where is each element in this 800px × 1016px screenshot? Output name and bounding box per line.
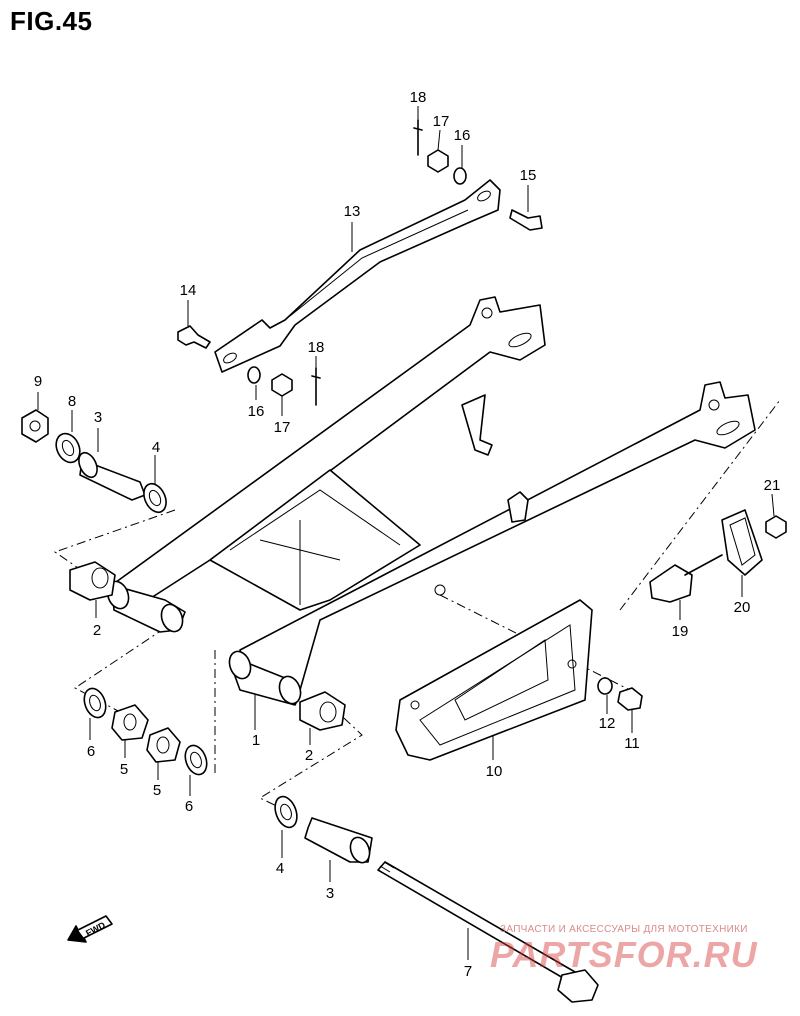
label-2b: 2 xyxy=(305,747,313,764)
label-11: 11 xyxy=(624,735,640,752)
bolt-15 xyxy=(509,209,543,231)
pin-18b xyxy=(311,367,321,406)
nut-17b xyxy=(271,373,293,397)
nut-21 xyxy=(765,515,787,539)
label-5b: 5 xyxy=(153,782,161,799)
watermark-tagline: ЗАПЧАСТИ И АКСЕССУАРЫ ДЛЯ МОТОТЕХНИКИ xyxy=(500,924,748,935)
figure-title: FIG.45 xyxy=(10,6,93,36)
pin-18a xyxy=(413,119,423,156)
part-labels: 1 2 2 3 3 4 4 5 5 6 6 7 8 9 10 11 12 13 … xyxy=(34,89,781,980)
label-6a: 6 xyxy=(87,743,95,760)
label-12: 12 xyxy=(599,715,616,732)
washer-4b xyxy=(274,795,298,829)
label-6b: 6 xyxy=(185,798,193,815)
label-18a: 18 xyxy=(410,89,427,106)
pad-20 xyxy=(721,509,763,576)
adjuster-19 xyxy=(649,564,693,603)
washer-6a xyxy=(83,687,107,719)
chain-case-part xyxy=(395,599,593,761)
bushing-2b xyxy=(299,691,346,731)
bolt-11 xyxy=(617,687,643,711)
collar-5a xyxy=(111,704,149,741)
label-4b: 4 xyxy=(276,860,284,877)
label-5a: 5 xyxy=(120,761,128,778)
collar-5b xyxy=(146,727,181,763)
label-8: 8 xyxy=(68,393,76,410)
label-2a: 2 xyxy=(93,622,101,639)
label-16b: 16 xyxy=(248,403,265,420)
washer-4a xyxy=(143,482,167,514)
washer-6b xyxy=(184,744,208,776)
label-10: 10 xyxy=(486,763,503,780)
washer-16a xyxy=(453,167,467,185)
label-3a: 3 xyxy=(94,409,102,426)
label-15: 15 xyxy=(520,167,537,184)
torque-link-part xyxy=(214,179,501,373)
pivot-shaft-part xyxy=(377,861,599,1003)
bolt-14 xyxy=(177,325,211,349)
swingarm-part xyxy=(106,296,756,706)
fwd-arrow-icon: FWD xyxy=(67,915,113,943)
label-14: 14 xyxy=(180,282,197,299)
leader-lines xyxy=(37,106,775,960)
washer-12 xyxy=(597,677,613,695)
washer-8 xyxy=(55,432,81,464)
label-3b: 3 xyxy=(326,885,334,902)
label-7: 7 xyxy=(464,963,472,980)
label-19: 19 xyxy=(672,623,689,640)
label-1: 1 xyxy=(252,732,260,749)
label-4a: 4 xyxy=(152,439,160,456)
label-16a: 16 xyxy=(454,127,471,144)
label-17a: 17 xyxy=(433,113,450,130)
nut-17a xyxy=(427,149,449,173)
label-18b: 18 xyxy=(308,339,325,356)
watermark-brand: PARTSFOR.RU xyxy=(490,934,758,975)
label-21: 21 xyxy=(764,477,781,494)
label-17b: 17 xyxy=(274,419,291,436)
label-9: 9 xyxy=(34,373,42,390)
nut-9 xyxy=(21,409,49,443)
washer-16b xyxy=(247,366,261,384)
small-parts xyxy=(21,119,787,864)
label-20: 20 xyxy=(734,599,751,616)
label-13: 13 xyxy=(344,203,361,220)
